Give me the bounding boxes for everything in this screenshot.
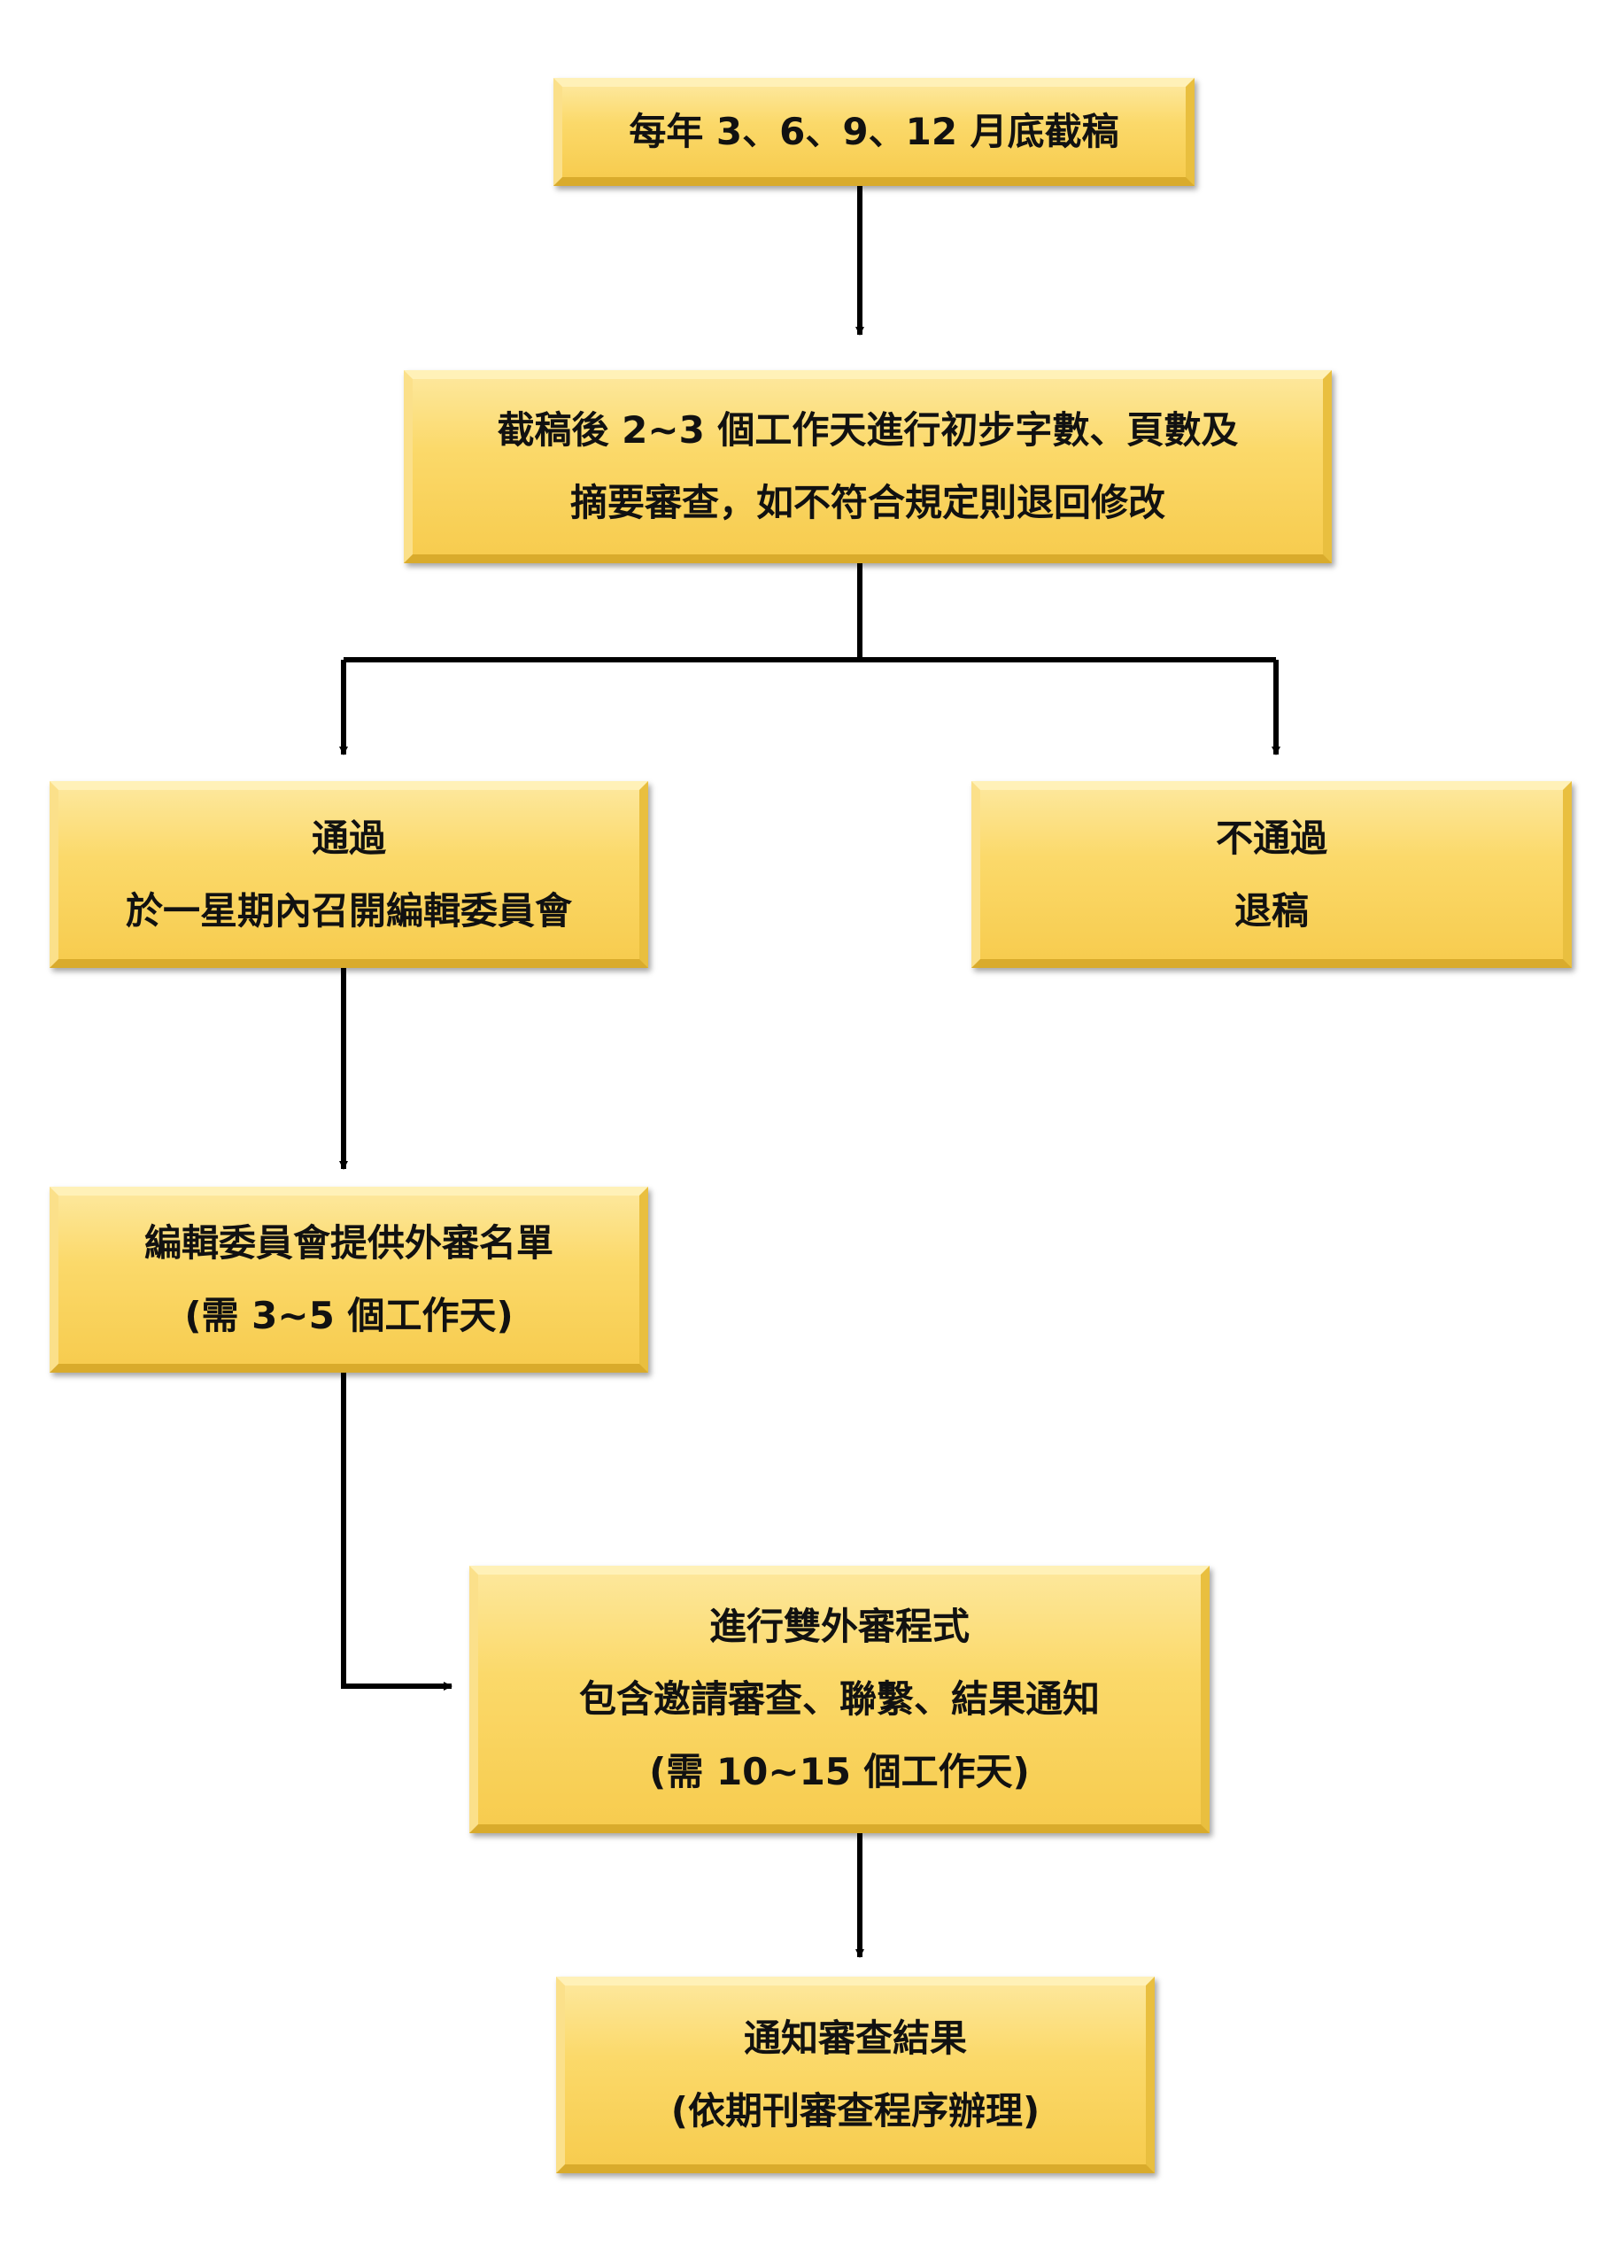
node-double-review-line-3: (需 10~15 個工作天) <box>649 1750 1030 1793</box>
node-cutoff-line-1: 每年 3、6、9、12 月底截稿 <box>629 110 1119 153</box>
arrow-reviewer-list-to-double-review <box>341 1373 452 1691</box>
node-fail: 不通過 退稿 <box>971 781 1572 968</box>
node-notify-line-2: (依期刊審查程序辦理) <box>670 2089 1040 2133</box>
node-cutoff: 每年 3、6、9、12 月底截稿 <box>553 78 1195 186</box>
node-initial-review-line-1: 截稿後 2~3 個工作天進行初步字數、頁數及 <box>497 408 1239 452</box>
node-initial-review-line-2: 摘要審查，如不符合規定則退回修改 <box>569 481 1165 524</box>
node-notify-line-1: 通知審查結果 <box>743 2016 967 2060</box>
node-double-review-line-1: 進行雙外審程式 <box>708 1605 970 1648</box>
node-reviewer-list-line-1: 編輯委員會提供外審名單 <box>143 1221 553 1265</box>
node-reviewer-list-line-2: (需 3~5 個工作天) <box>184 1294 514 1337</box>
node-fail-line-1: 不通過 <box>1215 816 1327 860</box>
node-pass-line-2: 於一星期內召開編輯委員會 <box>125 888 572 933</box>
node-pass: 通過 於一星期內召開編輯委員會 <box>50 781 648 968</box>
node-pass-line-1: 通過 <box>311 816 386 860</box>
node-fail-line-2: 退稿 <box>1233 888 1309 933</box>
node-double-review: 進行雙外審程式 包含邀請審查、聯繫、結果通知 (需 10~15 個工作天) <box>469 1566 1210 1833</box>
node-reviewer-list: 編輯委員會提供外審名單 (需 3~5 個工作天) <box>50 1187 648 1373</box>
node-double-review-line-2: 包含邀請審查、聯繫、結果通知 <box>578 1677 1100 1721</box>
node-initial-review: 截稿後 2~3 個工作天進行初步字數、頁數及 摘要審查，如不符合規定則退回修改 <box>404 370 1332 563</box>
node-notify: 通知審查結果 (依期刊審查程序辦理) <box>556 1977 1155 2173</box>
